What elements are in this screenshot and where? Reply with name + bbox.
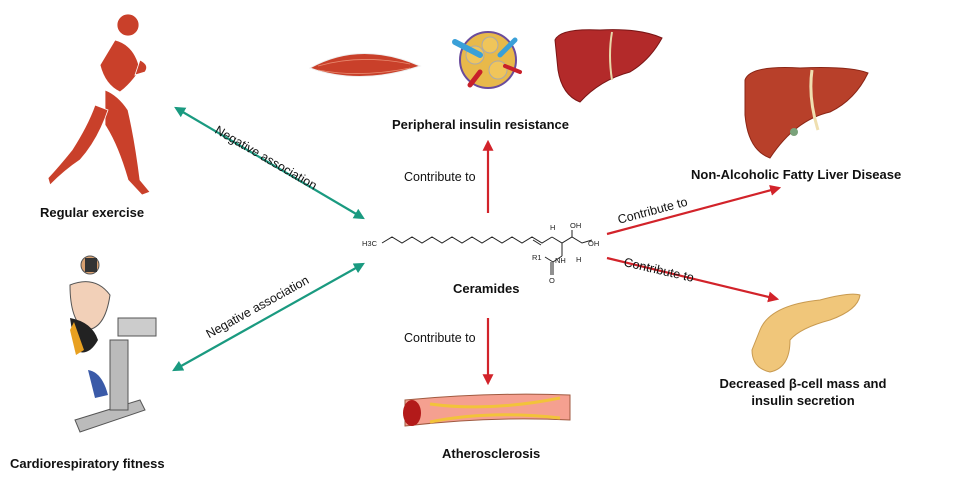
adipose-tissue-icon (452, 31, 522, 89)
nafld-label: Non-Alcoholic Fatty Liver Disease (691, 167, 902, 182)
pancreas-icon (751, 293, 861, 373)
peripheral-insulin-resistance-label: Peripheral insulin resistance (392, 117, 570, 132)
running-muscle-figure-icon (47, 13, 151, 196)
h-bottom-label: H (576, 255, 581, 264)
oh-top-label: OH (570, 221, 581, 230)
cardiorespiratory-fitness-label: Cardiorespiratory fitness (10, 456, 165, 471)
beta-cell-label: Decreased β-cell mass and insulin secret… (708, 375, 898, 409)
liver-icon (554, 29, 663, 103)
beta-cell-label-line1: Decreased β-cell mass and (719, 376, 887, 391)
ceramides-label: Ceramides (453, 281, 520, 296)
r1-label: R1 (532, 253, 542, 262)
arrow-exercise-ceramides (174, 106, 365, 220)
ceramide-structure-icon (381, 230, 593, 275)
exercise-bike-vo2-test-icon (69, 255, 157, 433)
arrow-ceramides-nafld (606, 184, 782, 236)
o-label: O (549, 276, 555, 285)
nh-label: NH (555, 256, 566, 265)
h-top-label: H (550, 223, 555, 232)
oh-right-label: OH (588, 239, 599, 248)
regular-exercise-label: Regular exercise (40, 205, 145, 220)
atherosclerosis-label: Atherosclerosis (442, 446, 541, 461)
nafld-liver-icon (744, 67, 869, 159)
methyl-label: H3C (362, 239, 378, 248)
beta-cell-label-line2: insulin secretion (751, 393, 855, 408)
arrow-ceramides-beta-cell (606, 256, 780, 303)
edge-label-insulin-resistance: Contribute to (404, 170, 476, 184)
skeletal-muscle-icon (308, 53, 422, 78)
edge-label-atherosclerosis: Contribute to (404, 331, 476, 345)
arrow-fitness-ceramides (172, 262, 365, 372)
artery-plaque-icon (403, 393, 571, 427)
